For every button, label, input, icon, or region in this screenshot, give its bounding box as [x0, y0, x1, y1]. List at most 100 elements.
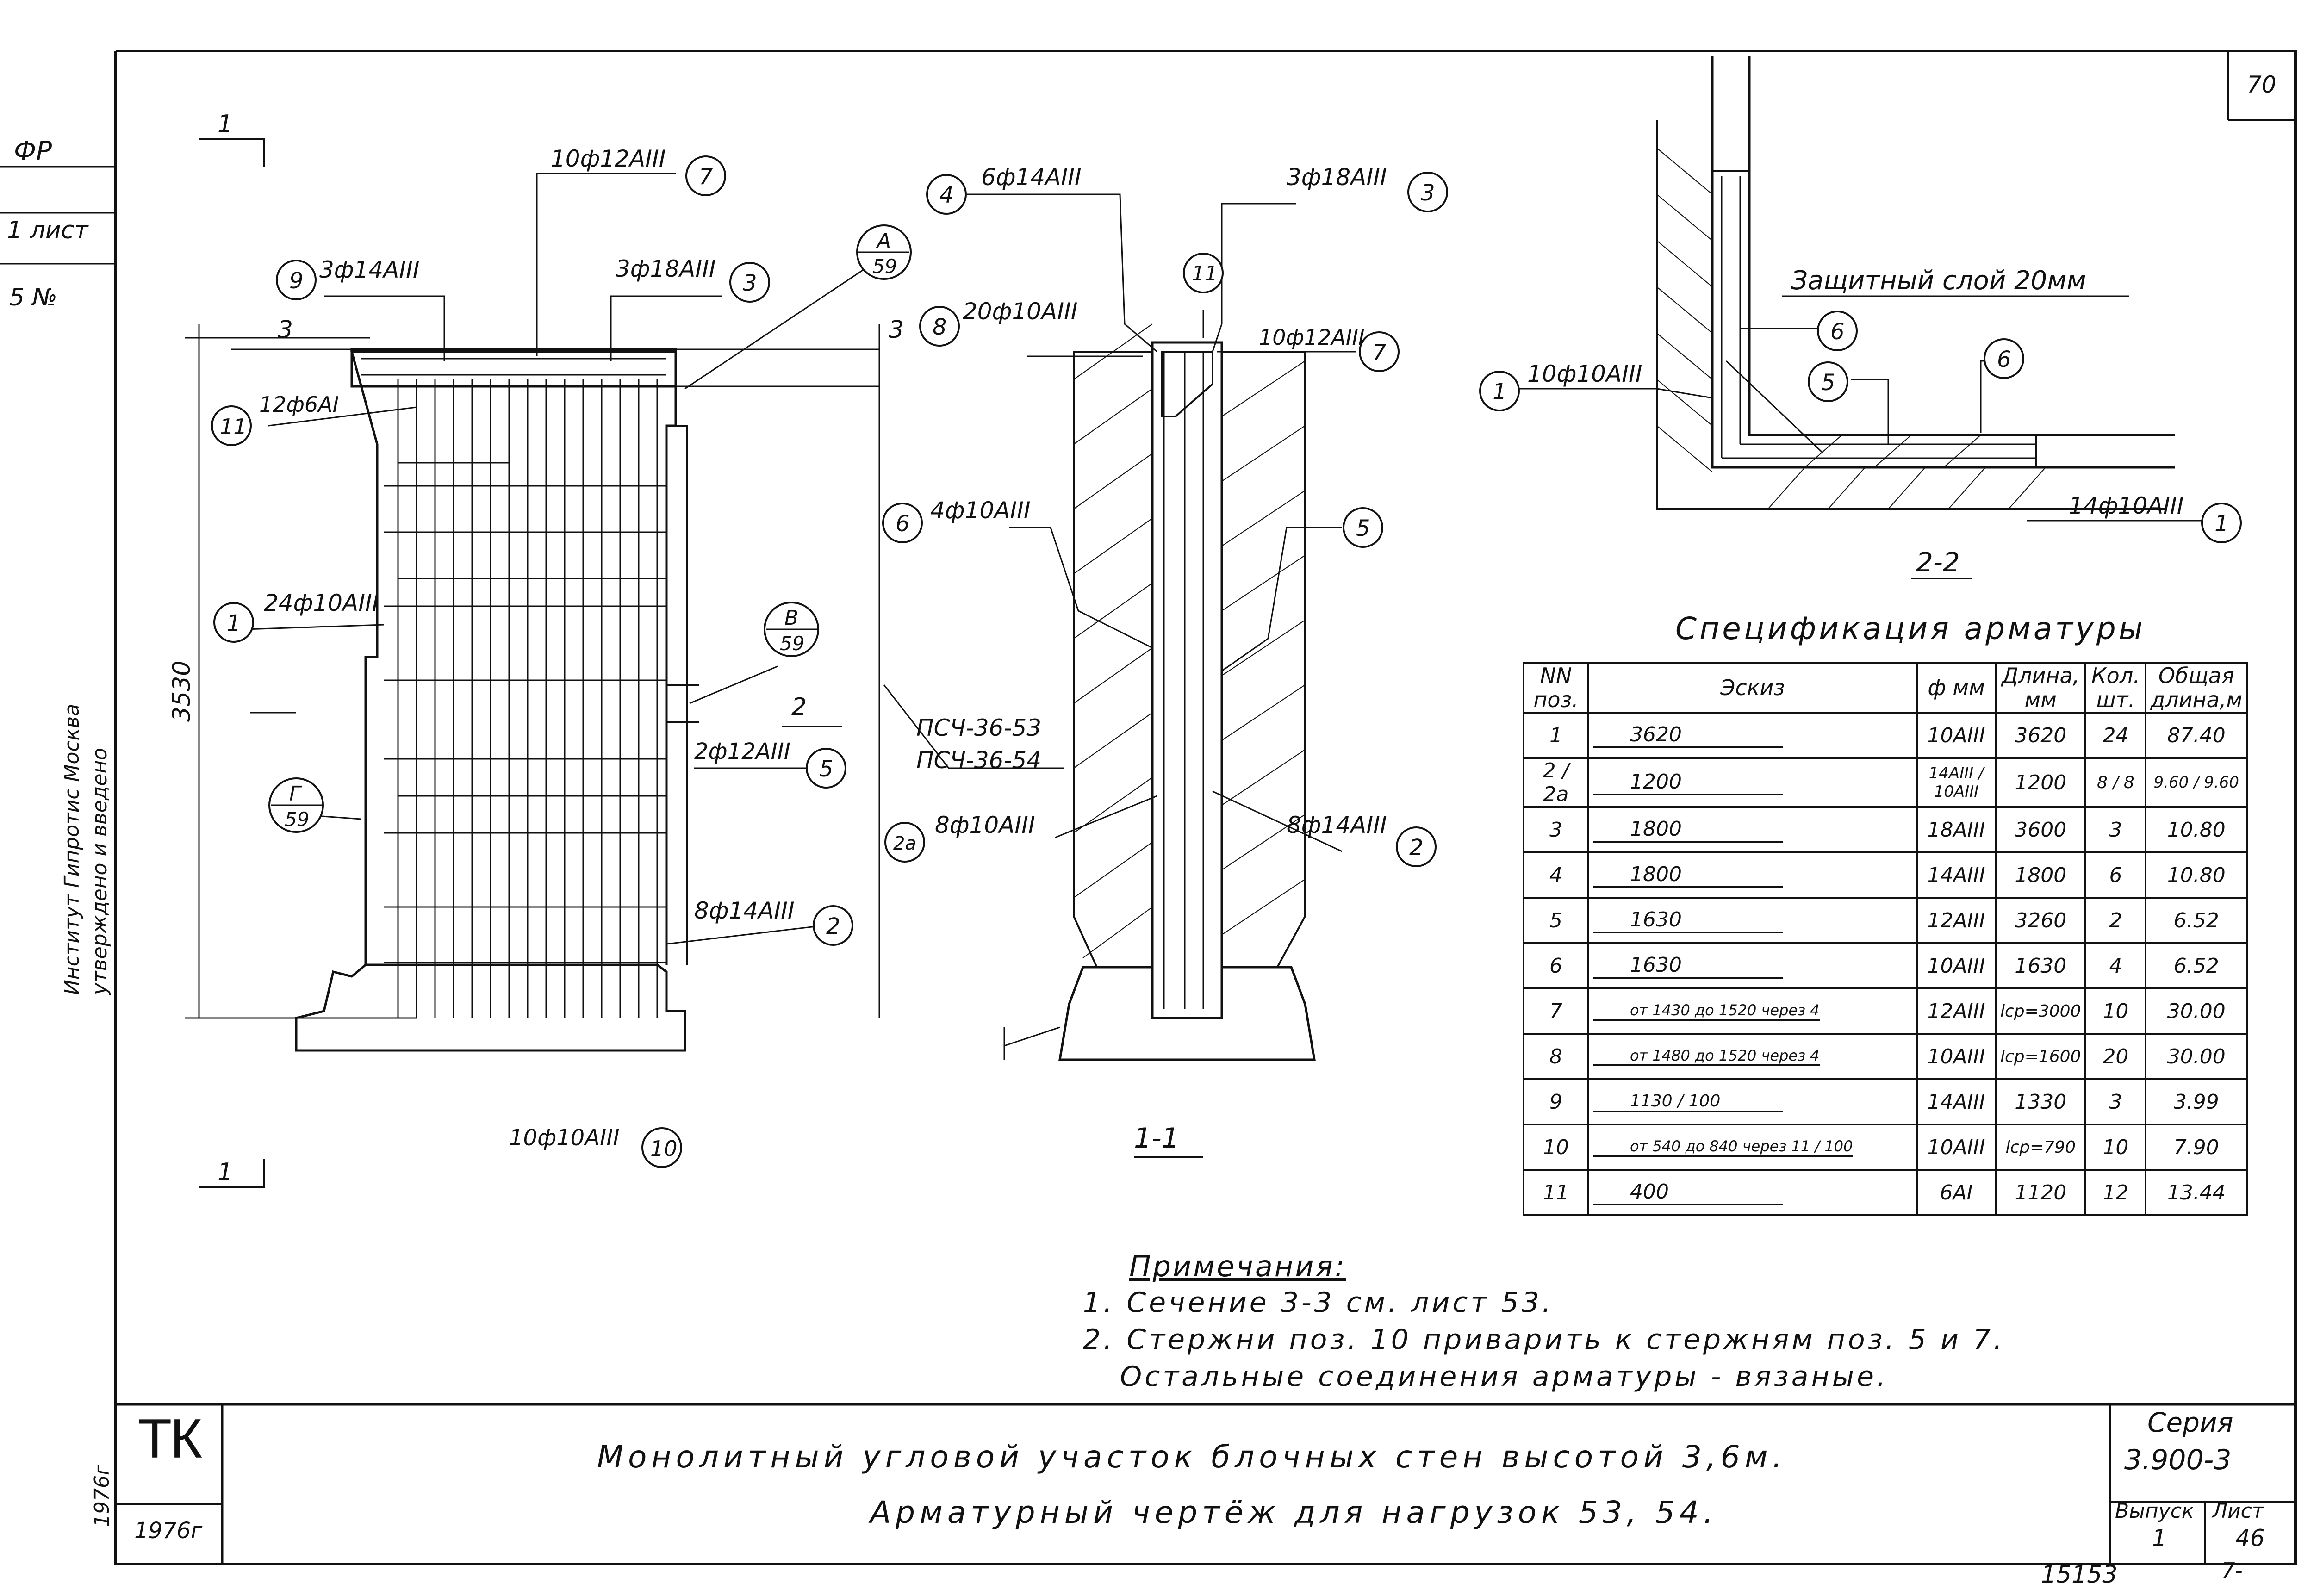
dia-cell: 12AIII	[1916, 897, 1997, 944]
spec-col-pos: NN поз.	[1523, 662, 1589, 714]
issue-value: 1	[2152, 1525, 2167, 1552]
detail-ref-g-letter: Г	[289, 782, 302, 806]
issue-label: Выпуск	[2115, 1499, 2194, 1523]
length-cell: 1120	[1994, 1169, 2087, 1216]
length-cell: 3620	[1994, 712, 2087, 759]
dia-cell: 10AIII	[1916, 942, 1997, 989]
dia-cell: 14AIII	[1916, 851, 1997, 899]
dia-cell: 14AIII	[1916, 1078, 1997, 1125]
section-mark-1-bottom: 1	[218, 1158, 233, 1186]
pos-1-tag-s22-a: 1	[1493, 379, 1507, 405]
qty-cell: 3	[2084, 806, 2147, 853]
series-label: Серия	[2147, 1407, 2233, 1438]
qty-cell: 2	[2084, 897, 2147, 944]
callout-4f10-pos6: 4ф10AIII	[930, 497, 1031, 524]
pos-11-tag-s11: 11	[1192, 262, 1218, 286]
sketch-cell: от 1480 до 1520 через 4	[1587, 1033, 1918, 1080]
total-cell: 30.00	[2145, 987, 2248, 1035]
protective-layer-label: Защитный слой 20мм	[1791, 266, 2086, 296]
spec-table: NN поз. Эскиз ф мм Длина, мм Кол. шт. Об…	[1523, 662, 2248, 1216]
section-mark-1-top: 1	[218, 110, 233, 138]
section-1-1-tags	[882, 172, 1448, 867]
callout-10f12-pos7-s11: 10ф12AIII	[1259, 325, 1365, 350]
qty-cell: 8 / 8	[2084, 757, 2147, 808]
sketch-cell: от 1430 до 1520 через 4	[1587, 987, 1918, 1035]
table-row: 11 400 6AI 1120 12 13.44	[1523, 1169, 2248, 1216]
table-row: 7 от 1430 до 1520 через 4 12AIII lср=300…	[1523, 987, 2248, 1035]
margin-label-2: 1 лист	[7, 217, 89, 244]
table-row: 2 / 2а 1200 14AIII / 10AIII 1200 8 / 8 9…	[1523, 757, 2248, 808]
section-1-1-label: 1-1	[1134, 1122, 1179, 1155]
detail-ref-a-sheet: 59	[872, 255, 897, 278]
section-2-2-label: 2-2	[1916, 546, 1960, 578]
section-1-1-drawing	[878, 193, 1356, 1158]
panel-label-54: ПСЧ-36-54	[916, 747, 1041, 774]
pos-6-tag: 6	[896, 511, 910, 537]
pos-3-tag: 3	[743, 270, 757, 296]
total-cell: 9.60 / 9.60	[2145, 757, 2248, 808]
pos-cell: 1	[1523, 712, 1589, 759]
sketch-cell: 1800	[1587, 851, 1918, 899]
title-line-1: Монолитный угловой участок блочных стен …	[597, 1439, 1787, 1475]
margin-marks	[0, 166, 116, 265]
pos-cell: 10	[1523, 1124, 1589, 1171]
spec-col-dia: ф мм	[1916, 662, 1997, 714]
stamp-line-2: утверждено и введено	[88, 747, 112, 995]
note-2: 2. Стержни поз. 10 приварить к стержням …	[1083, 1323, 2005, 1356]
section-mark-3-left: 3	[278, 316, 293, 344]
pos-11-tag: 11	[220, 414, 247, 439]
callout-3f18-pos3-s11: 3ф18AIII	[1287, 164, 1387, 191]
pos-2-tag-s11: 2	[1409, 835, 1424, 861]
detail-ref-a-letter: А	[876, 229, 891, 253]
length-cell: 1630	[1994, 942, 2087, 989]
pos-cell: 7	[1523, 987, 1589, 1035]
qty-cell: 24	[2084, 712, 2147, 759]
page-number: 70	[2247, 71, 2277, 98]
sketch-cell: 400	[1587, 1169, 1918, 1216]
pos-9-tag: 9	[289, 268, 304, 294]
sheet-label: Лист	[2212, 1499, 2264, 1523]
dia-cell: 18AIII	[1916, 806, 1997, 853]
callout-24f10-pos1: 24ф10AIII	[264, 590, 379, 616]
callout-8f14-pos2-s11: 8ф14AIII	[1287, 812, 1387, 838]
sheet-code: 15153	[2041, 1561, 2117, 1589]
dia-cell: 12AIII	[1916, 987, 1997, 1035]
callout-8f14-pos2: 8ф14AIII	[694, 897, 795, 924]
sketch-cell: 1800	[1587, 806, 1918, 853]
dia-cell: 14AIII / 10AIII	[1916, 757, 1997, 808]
total-cell: 87.40	[2145, 712, 2248, 759]
section-mark-2: 2	[791, 693, 807, 721]
wall-elevation	[185, 138, 1064, 1188]
pos-cell: 11	[1523, 1169, 1589, 1216]
pos-cell: 4	[1523, 851, 1589, 899]
total-cell: 10.80	[2145, 851, 2248, 899]
sketch-cell: 1130 / 100	[1587, 1078, 1918, 1125]
panel-label-53: ПСЧ-36-53	[916, 714, 1041, 741]
sketch-cell: 1630	[1587, 897, 1918, 944]
dia-cell: 10AIII	[1916, 1033, 1997, 1080]
pos-cell: 5	[1523, 897, 1589, 944]
callout-10f10-pos10: 10ф10AIII	[509, 1125, 620, 1151]
margin-label-3: 5 №	[9, 284, 57, 311]
spec-col-qty: Кол. шт.	[2084, 662, 2147, 714]
spec-title: Спецификация арматуры	[1675, 611, 2146, 646]
pos-7-tag-s11: 7	[1372, 340, 1387, 366]
length-cell: lср=1600	[1994, 1033, 2087, 1080]
length-cell: 3600	[1994, 806, 2087, 853]
dia-cell: 10AIII	[1916, 712, 1997, 759]
qty-cell: 6	[2084, 851, 2147, 899]
length-cell: 3260	[1994, 897, 2087, 944]
tk-logo: ТК	[138, 1408, 202, 1470]
pos-1-tag: 1	[227, 610, 241, 636]
qty-cell: 10	[2084, 987, 2147, 1035]
pos-6-tag-s22-b: 6	[1997, 347, 2011, 373]
pos-5-tag-s11: 5	[1356, 515, 1370, 541]
elevation-position-tags	[211, 155, 912, 1168]
pos-cell: 9	[1523, 1078, 1589, 1125]
section-2-2-tags	[1479, 311, 2242, 543]
table-row: 4 1800 14AIII 1800 6 10.80	[1523, 851, 2248, 899]
pos-7-tag: 7	[699, 164, 713, 190]
table-row: 8 от 1480 до 1520 через 4 10AIII lср=160…	[1523, 1033, 2248, 1080]
sheet-frame	[114, 50, 2297, 1565]
note-3: Остальные соединения арматуры - вязаные.	[1120, 1360, 1889, 1393]
